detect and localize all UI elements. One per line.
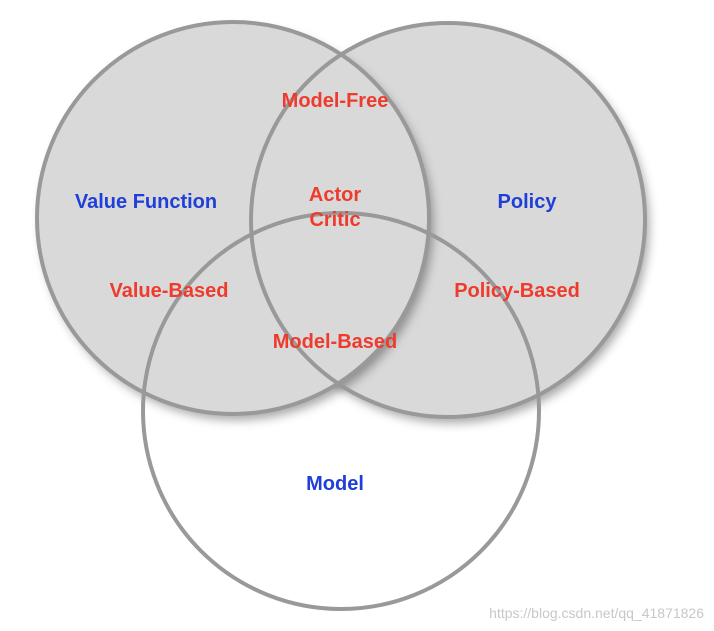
policy-circle-outline <box>249 21 647 419</box>
value-based-label: Value-Based <box>110 280 229 302</box>
model-label: Model <box>306 473 364 495</box>
actor-critic-label-line2: Critic <box>309 209 360 231</box>
model-free-label: Model-Free <box>282 90 389 112</box>
set-outlines <box>35 20 647 611</box>
value-function-circle-outline <box>35 20 431 416</box>
model-circle-outline <box>141 211 541 611</box>
set-fills <box>37 22 645 417</box>
policy-based-label: Policy-Based <box>454 280 580 302</box>
value-function-circle-fill <box>37 22 429 414</box>
policy-label: Policy <box>498 191 558 213</box>
model-based-label: Model-Based <box>273 331 397 353</box>
actor-critic-label-line1: Actor <box>309 184 361 206</box>
value-function-label: Value Function <box>75 191 217 213</box>
watermark-text: https://blog.csdn.net/qq_41871826 <box>489 605 704 621</box>
